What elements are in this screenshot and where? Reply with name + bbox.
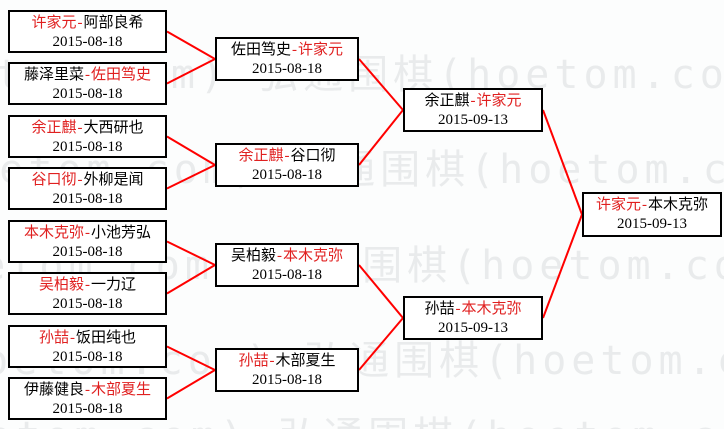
match-box-round1-7[interactable]: 孙喆-饭田纯也 2015-08-18	[8, 325, 167, 368]
match-box-round2-2[interactable]: 余正麒-谷口彻 2015-08-18	[215, 143, 359, 187]
match-box-round1-4[interactable]: 谷口彻-外柳是闻 2015-08-18	[8, 167, 167, 210]
player2-name: 本木克弥	[461, 301, 522, 317]
match-date: 2015-08-18	[52, 401, 123, 417]
match-box-round1-8[interactable]: 伊藤健良-木部夏生 2015-08-18	[8, 377, 167, 420]
vs-dash: -	[470, 93, 476, 109]
match-box-round2-3[interactable]: 吴柏毅-本木克弥 2015-08-18	[215, 243, 359, 287]
match-box-round2-1[interactable]: 佐田笃史-许家元 2015-08-18	[215, 37, 359, 81]
vs-dash: -	[77, 120, 83, 136]
player2-name: 谷口彻	[290, 148, 336, 164]
match-players: 许家元-阿部良希	[10, 14, 165, 33]
match-date: 2015-09-13	[438, 320, 508, 336]
match-date: 2015-08-18	[252, 167, 322, 183]
match-date: 2015-09-13	[438, 112, 508, 128]
vs-dash: -	[85, 225, 90, 241]
match-players: 伊藤健良-木部夏生	[10, 381, 165, 400]
match-date: 2015-08-18	[52, 139, 123, 155]
match-players: 藤泽里菜-佐田笃史	[10, 66, 165, 85]
vs-dash: -	[277, 248, 282, 264]
player1-name: 余正麒	[424, 93, 470, 109]
vs-dash: -	[642, 197, 647, 213]
match-players: 本木克弥-小池芳弘	[10, 224, 165, 243]
vs-dash: -	[85, 382, 90, 398]
match-date: 2015-08-18	[52, 191, 123, 207]
match-date: 2015-08-18	[52, 86, 123, 102]
player1-name: 孙喆	[424, 301, 455, 317]
match-players: 吴柏毅-本木克弥	[217, 247, 357, 266]
player2-name: 大西研也	[83, 120, 144, 136]
player2-name: 饭田纯也	[76, 330, 137, 346]
match-date: 2015-08-18	[52, 349, 123, 365]
match-players: 佐田笃史-许家元	[217, 41, 357, 60]
vs-dash: -	[284, 148, 290, 164]
player2-name: 许家元	[298, 42, 344, 58]
player1-name: 本木克弥	[23, 225, 84, 241]
player1-name: 谷口彻	[31, 172, 77, 188]
vs-dash: -	[269, 353, 275, 369]
match-players: 许家元-本木克弥	[584, 196, 720, 215]
player2-name: 许家元	[476, 93, 522, 109]
player2-name: 一力辽	[91, 277, 137, 293]
player1-name: 许家元	[595, 197, 641, 213]
match-players: 谷口彻-外柳是闻	[10, 171, 165, 190]
vs-dash: -	[455, 301, 461, 317]
vs-dash: -	[292, 42, 297, 58]
match-box-round1-1[interactable]: 许家元-阿部良希 2015-08-18	[8, 10, 167, 53]
player2-name: 木部夏生	[275, 353, 336, 369]
match-date: 2015-08-18	[252, 372, 322, 388]
player1-name: 吴柏毅	[230, 248, 276, 264]
player2-name: 小池芳弘	[91, 225, 152, 241]
vs-dash: -	[85, 67, 90, 83]
match-date: 2015-08-18	[252, 267, 322, 283]
match-box-final[interactable]: 许家元-本木克弥 2015-09-13	[582, 192, 722, 237]
vs-dash: -	[77, 172, 83, 188]
vs-dash: -	[77, 15, 83, 31]
player1-name: 佐田笃史	[230, 42, 291, 58]
match-box-round1-2[interactable]: 藤泽里菜-佐田笃史 2015-08-18	[8, 62, 167, 105]
player2-name: 阿部良希	[83, 15, 144, 31]
watermark-text: 弘通围棋(hoetom.com) 弘通围棋(hoetom.com) 弘通围棋(h…	[0, 404, 724, 429]
match-box-semifinal-2[interactable]: 孙喆-本木克弥 2015-09-13	[403, 296, 543, 340]
player2-name: 本木克弥	[283, 248, 344, 264]
match-date: 2015-08-18	[52, 244, 123, 260]
player2-name: 佐田笃史	[91, 67, 152, 83]
match-date: 2015-08-18	[52, 34, 123, 50]
player1-name: 藤泽里菜	[23, 67, 84, 83]
player1-name: 吴柏毅	[38, 277, 84, 293]
match-players: 吴柏毅-一力辽	[10, 276, 165, 295]
player2-name: 外柳是闻	[83, 172, 144, 188]
player1-name: 许家元	[31, 15, 77, 31]
player2-name: 本木克弥	[648, 197, 709, 213]
match-box-round1-5[interactable]: 本木克弥-小池芳弘 2015-08-18	[8, 220, 167, 263]
vs-dash: -	[85, 277, 90, 293]
match-players: 余正麒-许家元	[405, 92, 541, 111]
player1-name: 余正麒	[31, 120, 77, 136]
match-date: 2015-08-18	[252, 61, 322, 77]
match-players: 余正麒-大西研也	[10, 119, 165, 138]
match-date: 2015-09-13	[617, 216, 687, 232]
player1-name: 孙喆	[238, 353, 269, 369]
match-players: 孙喆-本木克弥	[405, 300, 541, 319]
match-players: 余正麒-谷口彻	[217, 147, 357, 166]
player1-name: 孙喆	[38, 330, 69, 346]
player1-name: 伊藤健良	[23, 382, 84, 398]
match-date: 2015-08-18	[52, 296, 123, 312]
match-players: 孙喆-饭田纯也	[10, 329, 165, 348]
match-box-round1-6[interactable]: 吴柏毅-一力辽 2015-08-18	[8, 272, 167, 315]
player2-name: 木部夏生	[91, 382, 152, 398]
match-box-round2-4[interactable]: 孙喆-木部夏生 2015-08-18	[215, 348, 359, 392]
match-box-semifinal-1[interactable]: 余正麒-许家元 2015-09-13	[403, 88, 543, 132]
player1-name: 余正麒	[238, 148, 284, 164]
match-box-round1-3[interactable]: 余正麒-大西研也 2015-08-18	[8, 115, 167, 158]
vs-dash: -	[70, 330, 75, 346]
match-players: 孙喆-木部夏生	[217, 352, 357, 371]
